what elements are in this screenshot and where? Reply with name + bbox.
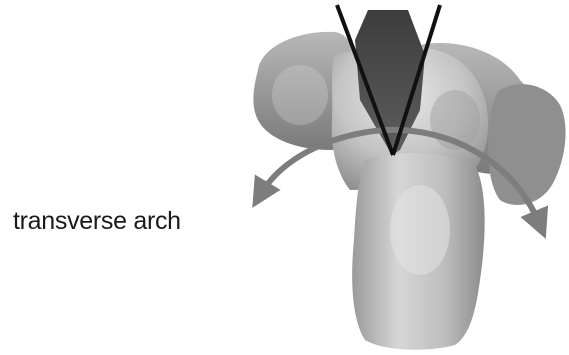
bone-right-nub (488, 84, 565, 205)
transverse-arch-label: transverse arch (13, 207, 181, 236)
